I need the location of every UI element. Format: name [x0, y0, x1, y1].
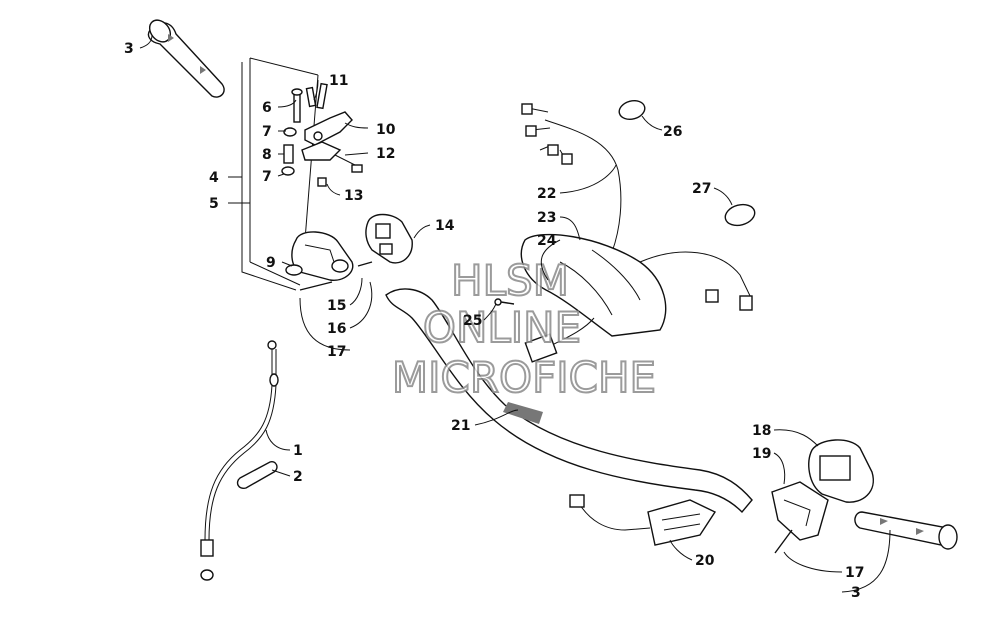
callout-27: 27 [692, 181, 711, 197]
callout-21: 21 [451, 418, 470, 434]
callout-19: 19 [752, 446, 771, 462]
callout-10: 10 [376, 122, 396, 138]
grip-heater [569, 494, 717, 546]
callout-7: 7 [262, 124, 272, 140]
callout-3: 3 [124, 41, 134, 57]
callout-18: 18 [752, 423, 771, 439]
callout-22: 22 [537, 186, 556, 202]
callout-5: 5 [209, 196, 219, 212]
callout-6: 6 [262, 100, 272, 116]
callout-23: 23 [537, 210, 556, 226]
throttle-cable [200, 340, 279, 581]
grip-left [147, 19, 225, 98]
callout-15: 15 [327, 298, 346, 314]
switch-housing [365, 213, 413, 264]
callout-3-second: 3 [851, 585, 861, 601]
watermark: HLSM ONLINE MICROFICHE [391, 255, 657, 403]
grip-right [854, 511, 958, 550]
callout-8: 8 [262, 147, 272, 163]
watermark-line3: MICROFICHE [392, 353, 656, 402]
callout-labels: 3 4 5 6 7 8 7 9 11 10 12 13 14 15 16 17 … [124, 41, 864, 601]
handlebar [385, 288, 753, 514]
watermark-line1: HLSM [451, 256, 569, 305]
callout-7-second: 7 [262, 169, 272, 185]
right-control-housing [771, 439, 874, 554]
callout-17-second: 17 [845, 565, 864, 581]
callout-11: 11 [329, 73, 348, 89]
watermark-line2: ONLINE [423, 303, 581, 352]
callout-16: 16 [327, 321, 346, 337]
callout-17: 17 [327, 344, 346, 360]
callout-24: 24 [537, 233, 557, 249]
callout-9: 9 [266, 255, 276, 271]
leader-lines [139, 34, 891, 593]
retaining-rings [618, 99, 756, 227]
throttle-hardware [281, 82, 363, 187]
callout-25: 25 [463, 313, 482, 329]
throttle-housing [285, 231, 373, 291]
callout-14: 14 [435, 218, 455, 234]
callout-1: 1 [293, 443, 303, 459]
callout-2: 2 [293, 469, 303, 485]
callout-13: 13 [344, 188, 363, 204]
callout-20: 20 [695, 553, 715, 569]
callout-4: 4 [209, 170, 219, 186]
bracket-lines [241, 57, 319, 291]
wiring-harness [494, 103, 753, 363]
callout-26: 26 [663, 124, 682, 140]
callout-12: 12 [376, 146, 395, 162]
